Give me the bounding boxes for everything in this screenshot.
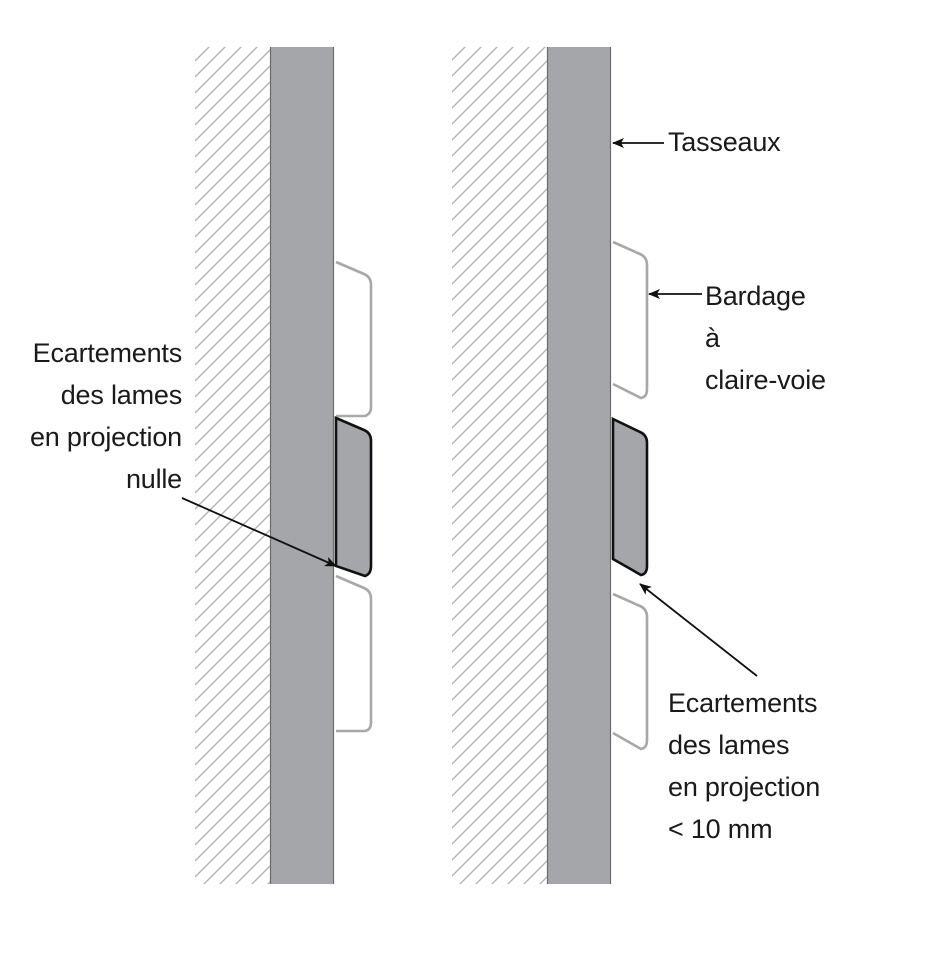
right-annotation-label: Ecartements des lames en projection < 10… [668, 682, 820, 850]
left-slat-lower [335, 574, 373, 733]
left-annotation-line: des lames [60, 380, 182, 410]
left-slat-highlighted [334, 416, 373, 578]
right-batten [547, 47, 611, 884]
right-slat-lower [612, 592, 649, 751]
right-annotation-line: en projection [668, 772, 821, 802]
left-batten [270, 47, 334, 884]
right-section [452, 47, 758, 884]
left-annotation-arrow [181, 497, 337, 567]
left-slat-upper [335, 260, 373, 418]
right-annotation-line: des lames [668, 730, 790, 760]
right-wall-hatch [452, 47, 547, 884]
right-annotation-line: Ecartements [668, 688, 818, 718]
bardage-line: claire-voie [705, 365, 826, 395]
left-annotation-line: en projection [29, 422, 182, 452]
tasseaux-label: Tasseaux [668, 121, 781, 163]
bardage-label: Bardage à claire-voie [705, 275, 826, 401]
left-annotation-line: nulle [125, 464, 182, 494]
right-slat-upper [612, 240, 649, 400]
left-section [181, 47, 373, 884]
bardage-line: Bardage [705, 281, 806, 311]
left-wall-hatch [195, 47, 270, 884]
right-annotation-line: < 10 mm [668, 814, 773, 844]
left-annotation-label: Ecartements des lames en projection null… [30, 332, 182, 500]
right-annotation-arrow [639, 583, 758, 677]
right-slat-highlighted [611, 416, 649, 577]
left-annotation-line: Ecartements [32, 338, 183, 368]
tasseaux-text: Tasseaux [668, 127, 781, 157]
bardage-line: à [705, 323, 720, 353]
